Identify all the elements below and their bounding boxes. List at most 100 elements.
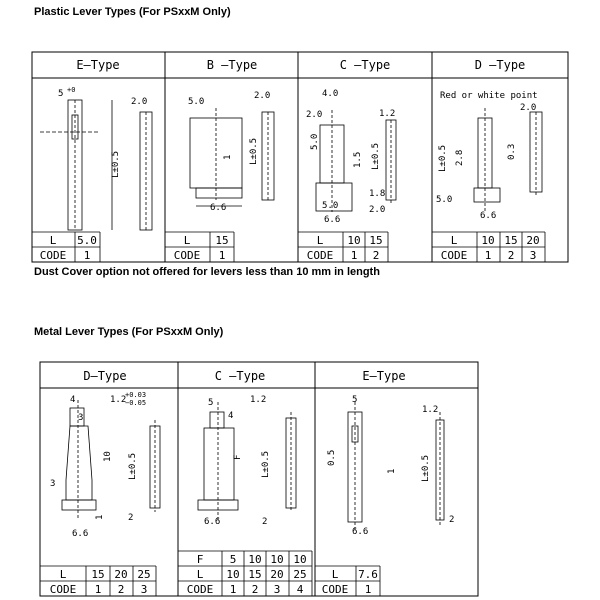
metal-e-dim-7: 6.6 — [352, 527, 368, 537]
plastic-c-dim-2: 2.0 — [306, 110, 322, 120]
metal-d-table-code-val1: 1 — [95, 583, 102, 596]
plastic-c-table-l: L — [317, 234, 324, 247]
metal-c-dim-4: F — [233, 455, 243, 460]
metal-d-dim-2: 1.2 — [110, 395, 126, 405]
plastic-b-table-code: CODE — [174, 249, 201, 262]
plastic-e-drawing — [40, 99, 153, 231]
metal-d-dim-9: 6.6 — [72, 529, 88, 539]
plastic-header-d: D –Type — [475, 58, 526, 72]
metal-d-dim-1: 4 — [70, 395, 75, 405]
metal-c-table-code-val4: 4 — [297, 583, 304, 596]
metal-c-dim-2: 1.2 — [250, 395, 266, 405]
plastic-b-table-code-val: 1 — [219, 249, 226, 262]
metal-d-dim-7: 1 — [95, 515, 105, 520]
plastic-b-dim-4: L±0.5 — [249, 138, 259, 165]
plastic-e-dim-3: L±0.5 — [111, 151, 121, 178]
plastic-e-table-l-val: 5.0 — [77, 234, 97, 247]
plastic-table-frames — [32, 231, 546, 262]
plastic-d-dim-2: L±0.5 — [438, 145, 448, 172]
plastic-c-dim-3: 1.2 — [379, 109, 395, 119]
plastic-c-dim-5: 1.5 — [353, 152, 363, 168]
metal-section-title: Metal Lever Types (For PSxxM Only) — [34, 326, 224, 338]
plastic-d-note: Red or white point — [440, 91, 538, 101]
plastic-d-table-l-val1: 10 — [481, 234, 494, 247]
plastic-c-table-l-val1: 10 — [347, 234, 360, 247]
metal-c-table-l-val4: 25 — [293, 568, 306, 581]
metal-c-table-l: L — [197, 568, 204, 581]
plastic-c-drawing — [315, 110, 397, 212]
plastic-section-title: Plastic Lever Types (For PSxxM Only) — [34, 6, 231, 18]
metal-d-dim-6: 3 — [50, 479, 55, 489]
plastic-e-tol-plus: +0 — [67, 86, 75, 94]
metal-c-table-f: F — [197, 553, 204, 566]
plastic-c-dim-1: 4.0 — [322, 89, 338, 99]
plastic-b-dim-1: 5.0 — [188, 97, 204, 107]
plastic-d-table-l-val2: 15 — [504, 234, 517, 247]
metal-c-table-code: CODE — [187, 583, 214, 596]
plastic-header-e: E–Type — [76, 58, 119, 72]
metal-d-table-l-val1: 15 — [91, 568, 104, 581]
plastic-d-drawing — [473, 108, 543, 212]
metal-d-dim-5: L±0.5 — [128, 453, 138, 480]
metal-d-dim-4: 10 — [103, 451, 113, 462]
metal-header-e: E–Type — [362, 369, 405, 383]
metal-table-frames — [40, 550, 381, 596]
plastic-b-table-l-val: 15 — [215, 234, 228, 247]
metal-header-c: C –Type — [215, 369, 266, 383]
metal-d-table-l-val2: 20 — [114, 568, 127, 581]
plastic-b-dim-3: 1 — [223, 155, 233, 160]
plastic-e-table-code-val: 1 — [84, 249, 91, 262]
plastic-b-dim-2: 2.0 — [254, 91, 270, 101]
plastic-d-table-l: L — [451, 234, 458, 247]
plastic-b-drawing — [189, 108, 275, 207]
metal-c-table-l-val3: 20 — [270, 568, 283, 581]
metal-c-table-l-val1: 10 — [226, 568, 239, 581]
plastic-c-table-code: CODE — [307, 249, 334, 262]
metal-c-dim-1: 5 — [208, 398, 213, 408]
metal-d-tol-plus: +0.03 — [125, 391, 146, 399]
metal-e-dim-4: 1 — [387, 469, 397, 474]
plastic-c-dim-4: 5.0 — [310, 134, 320, 150]
metal-frame — [39, 361, 479, 597]
metal-c-table-f-val4: 10 — [293, 553, 306, 566]
plastic-d-dim-3: 2.8 — [455, 150, 465, 166]
metal-d-tol-minus: −0.05 — [125, 399, 146, 407]
plastic-d-dim-4: 0.3 — [507, 144, 517, 160]
metal-d-table-code-val2: 2 — [118, 583, 125, 596]
metal-e-table-l: L — [332, 568, 339, 581]
plastic-c-table-l-val2: 15 — [369, 234, 382, 247]
metal-c-table-code-val1: 1 — [230, 583, 237, 596]
metal-c-table-f-val2: 10 — [248, 553, 261, 566]
metal-e-dim-5: L±0.5 — [421, 455, 431, 482]
plastic-c-dim-8: 5.0 — [322, 201, 338, 211]
plastic-c-dim-6: L±0.5 — [371, 143, 381, 170]
metal-c-table-f-val3: 10 — [270, 553, 283, 566]
metal-e-table-code-val: 1 — [365, 583, 372, 596]
plastic-c-table-code-val2: 2 — [373, 249, 380, 262]
plastic-e-table-code: CODE — [40, 249, 67, 262]
plastic-b-table-l: L — [184, 234, 191, 247]
plastic-c-dim-10: 6.6 — [324, 215, 340, 225]
plastic-header-c: C –Type — [340, 58, 391, 72]
metal-c-dim-3: 4 — [228, 411, 233, 421]
plastic-b-dim-5: 6.6 — [210, 203, 226, 213]
metal-d-table-code: CODE — [50, 583, 77, 596]
plastic-e-table-l: L — [50, 234, 57, 247]
plastic-header-b: B –Type — [207, 58, 258, 72]
metal-c-table-f-val1: 5 — [230, 553, 237, 566]
metal-d-dim-3: 3 — [78, 413, 83, 423]
plastic-d-table-code-val2: 2 — [508, 249, 515, 262]
metal-e-dim-6: 2 — [449, 515, 454, 525]
plastic-c-dim-9: 2.0 — [369, 205, 385, 215]
metal-e-dim-1: 5 — [352, 395, 357, 405]
metal-c-table-code-val2: 2 — [252, 583, 259, 596]
plastic-d-table-code-val1: 1 — [485, 249, 492, 262]
metal-c-table-l-val2: 15 — [248, 568, 261, 581]
metal-e-table-l-val: 7.6 — [358, 568, 378, 581]
plastic-c-dim-7: 1.8 — [369, 189, 385, 199]
plastic-d-table-code: CODE — [441, 249, 468, 262]
metal-c-table-code-val3: 3 — [274, 583, 281, 596]
metal-d-table-l-val3: 25 — [137, 568, 150, 581]
plastic-c-table-code-val1: 1 — [351, 249, 358, 262]
